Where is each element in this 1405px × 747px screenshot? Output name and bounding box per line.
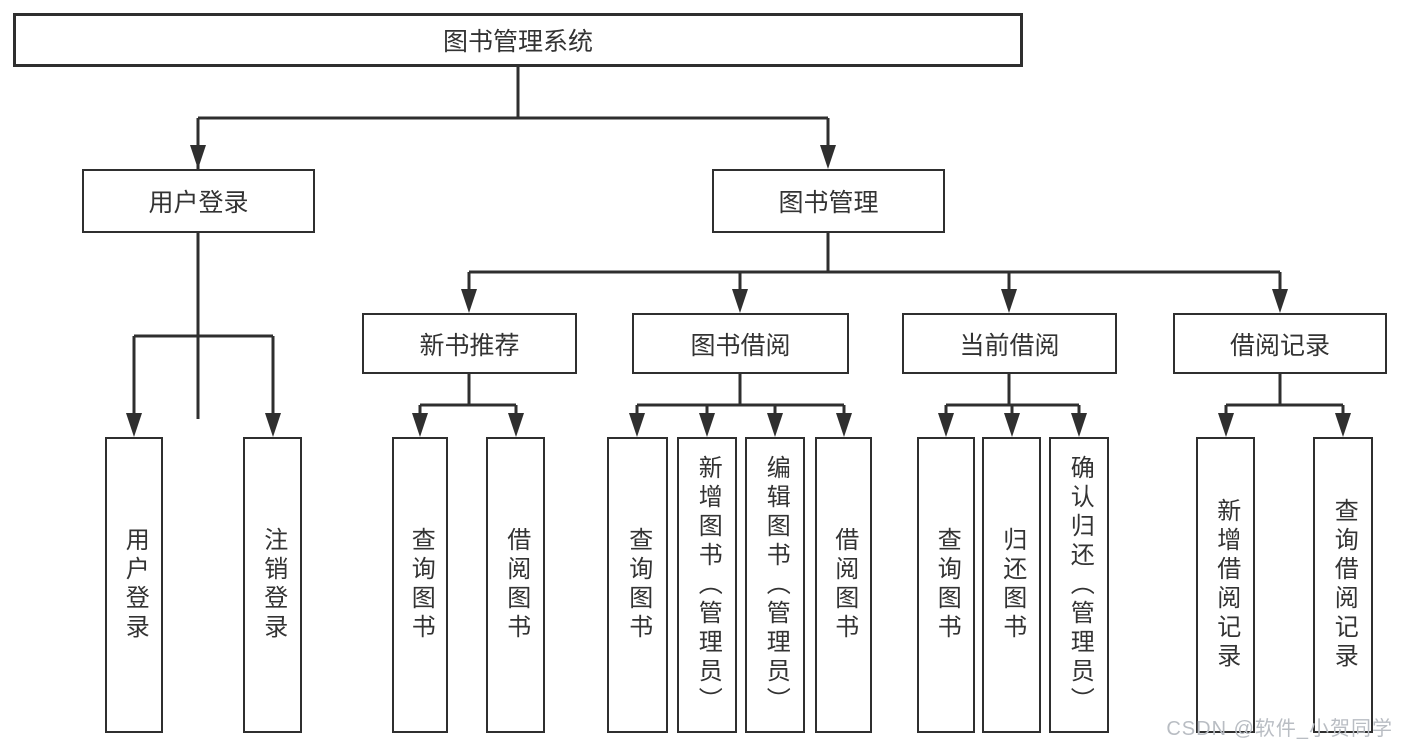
leaf-add-borrow-record: 新增借阅记录 [1196,437,1255,733]
csdn-watermark: CSDN @软件_小贺同学 [1166,718,1393,740]
leaf-user-login: 用户登录 [105,437,163,733]
node-borrow-records: 借阅记录 [1173,313,1387,374]
connector-path [132,67,1345,419]
node-book-borrow: 图书借阅 [632,313,849,374]
leaf-edit-book-admin: 编辑图书（管理员） [745,437,805,733]
leaf-logout: 注销登录 [243,437,302,733]
leaf-recommend-borrow-book: 借阅图书 [486,437,545,733]
node-new-book-recommend: 新书推荐 [362,313,577,374]
leaf-recommend-query-book: 查询图书 [392,437,448,733]
leaf-query-borrow-record: 查询借阅记录 [1313,437,1373,733]
node-current-borrow: 当前借阅 [902,313,1117,374]
node-library-management-system: 图书管理系统 [13,13,1023,67]
leaf-current-query-book: 查询图书 [917,437,975,733]
node-user-login-branch: 用户登录 [82,169,315,233]
arrowheads [126,145,1351,437]
node-book-management-branch: 图书管理 [712,169,945,233]
leaf-add-book-admin: 新增图书（管理员） [677,437,737,733]
leaf-confirm-return-admin: 确认归还（管理员） [1049,437,1109,733]
leaf-borrow-book: 借阅图书 [815,437,872,733]
leaf-return-book: 归还图书 [982,437,1041,733]
leaf-borrow-query-book: 查询图书 [607,437,668,733]
